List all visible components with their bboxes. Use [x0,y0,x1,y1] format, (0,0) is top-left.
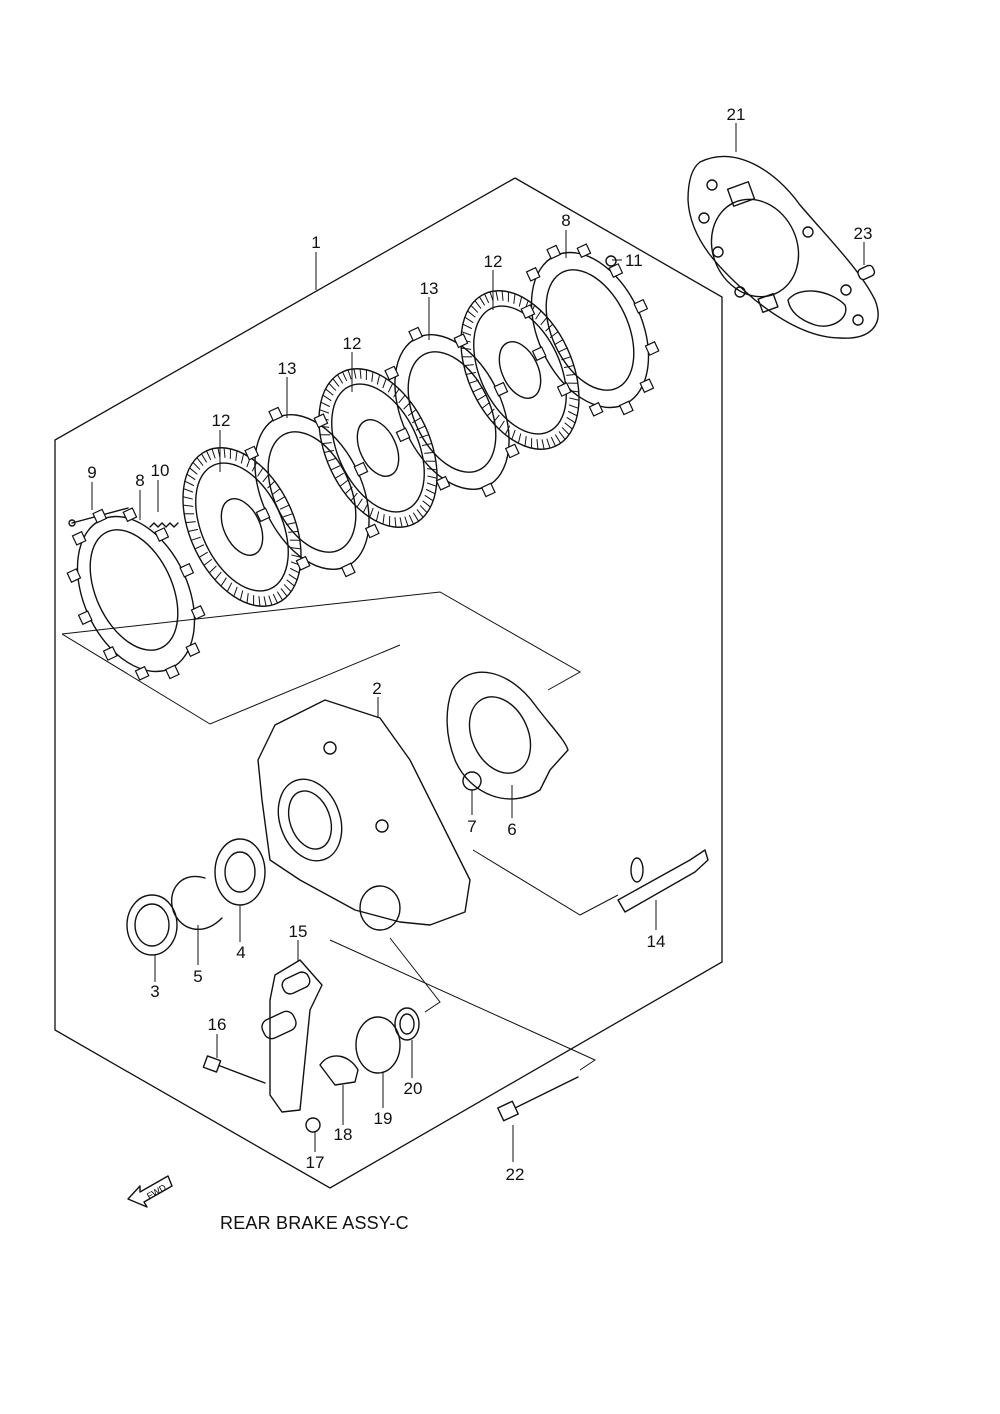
callout-17: 17 [306,1153,325,1172]
callout-8-rear: 8 [561,211,570,230]
callout-6: 6 [507,820,516,839]
friction-plate-12-a [182,447,302,607]
callout-16: 16 [208,1015,227,1034]
callout-12-a: 12 [212,411,231,430]
cam-plate-6 [446,671,569,800]
callout-7: 7 [467,817,476,836]
callout-4: 4 [236,943,245,962]
plate-tabs-13-a [244,406,380,578]
friction-texture-12-c [460,290,580,450]
ball-7 [462,771,482,791]
fwd-arrow-icon: FWD [127,1175,173,1208]
indicator-plate-18 [319,1055,359,1086]
callout-22: 22 [506,1165,525,1184]
friction-plate-12-c [460,290,580,450]
callout-12-b: 12 [343,334,362,353]
callout-10: 10 [151,461,170,480]
diagram-caption: REAR BRAKE ASSY-C [220,1213,409,1233]
nut-17 [305,1117,321,1133]
friction-texture-12-b [318,368,438,528]
spring-10 [149,522,179,528]
callout-23: 23 [854,224,873,243]
callout-9: 9 [87,463,96,482]
callout-15: 15 [289,922,308,941]
steel-plate-13-b [394,334,510,490]
plate-tabs-13-b [384,326,520,498]
bearing-4 [214,838,266,906]
callout-13-a: 13 [278,359,297,378]
brake-lever-15 [261,959,323,1113]
callout-2: 2 [372,679,381,698]
leader-lines [91,123,865,1162]
callout-12-c: 12 [484,252,503,271]
callout-11: 11 [625,251,643,270]
steel-plate-13-a [254,414,370,570]
callout-13-b: 13 [420,279,439,298]
callout-labels: 1 2 3 4 5 6 7 8 8 9 10 11 12 12 12 13 13… [87,105,872,1184]
seal-20 [394,1007,420,1041]
callout-8-front: 8 [135,471,144,490]
friction-plate-12-b [318,368,438,528]
callout-3: 3 [150,982,159,1001]
callout-5: 5 [193,967,202,986]
cam-shaft-14 [617,849,709,913]
guide-lines [61,591,619,1071]
return-spring-19 [355,1016,401,1074]
callout-19: 19 [374,1109,393,1128]
end-plate-8-front [76,515,196,673]
gasket-21 [687,155,879,339]
brake-housing-2 [257,699,471,931]
plate-tabs-8-front [66,507,206,681]
pin-23 [857,264,876,281]
callout-1: 1 [311,233,320,252]
oil-seal-3 [126,894,178,956]
callout-20: 20 [404,1079,423,1098]
assembly-frame [54,177,723,1189]
bolt-16 [202,1055,266,1084]
circlip-5 [170,875,223,930]
callout-14: 14 [647,932,666,951]
bolt-22 [497,1076,579,1122]
plate-tabs-8-rear [520,243,660,417]
friction-texture-12-a [182,447,302,607]
nut-11 [605,255,617,267]
callout-21: 21 [727,105,746,124]
callout-18: 18 [334,1125,353,1144]
